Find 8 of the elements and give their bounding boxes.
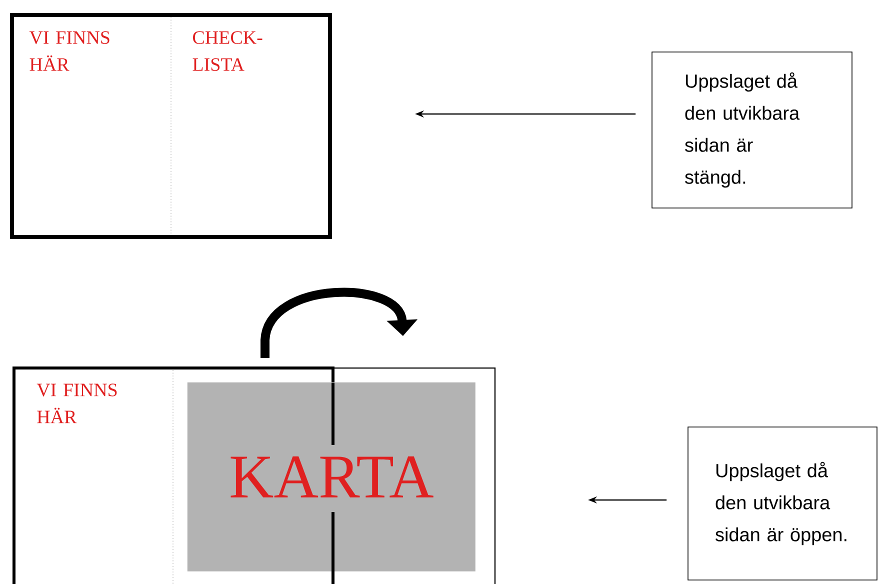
note-box: Uppslaget då den utvikbara sidan är öppen.: [688, 426, 878, 580]
page-heading: CHECK-LISTA: [192, 31, 262, 71]
page-heading: VI FINNS HÄR: [36, 384, 117, 424]
note-box: Uppslaget då den utvikbara sidan är stängd.: [652, 52, 852, 208]
map-area: KARTA: [187, 382, 476, 572]
foldout-spread: [10, 13, 332, 239]
page-heading: VI FINNS HÄR: [29, 31, 110, 71]
foldout-spread: [12, 366, 496, 584]
